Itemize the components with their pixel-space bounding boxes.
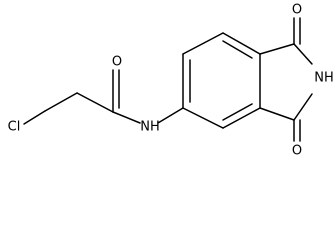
ring-bond-5-inner xyxy=(222,103,253,121)
bond-c3-n xyxy=(112,111,141,124)
molecule-structure: Cl O NH NH O O xyxy=(8,3,334,158)
ring-bond-6 xyxy=(182,107,224,129)
imide-oxygen-top-label: O xyxy=(292,3,302,18)
imide-bond-top xyxy=(259,43,295,55)
imide-oxygen-bottom-label: O xyxy=(292,144,302,158)
bond-cl-c1 xyxy=(23,110,46,125)
amide-nitrogen-label: NH xyxy=(140,120,160,135)
ring-bond-3-inner xyxy=(222,40,253,59)
imide-bond-bottom xyxy=(259,107,295,121)
ring-bond-3 xyxy=(222,32,261,55)
ring-bond-5 xyxy=(222,107,261,129)
bond-c2-c3 xyxy=(76,92,114,113)
bond-c1-c2 xyxy=(44,92,78,112)
ring-bond-2 xyxy=(182,32,224,55)
chlorine-label: Cl xyxy=(8,120,21,135)
bond-n-ring xyxy=(157,107,184,124)
imide-bottom-n xyxy=(293,93,313,121)
imide-nitrogen-label: NH xyxy=(314,71,334,86)
carbonyl-oxygen-label: O xyxy=(112,55,122,70)
imide-top-n xyxy=(293,43,313,65)
